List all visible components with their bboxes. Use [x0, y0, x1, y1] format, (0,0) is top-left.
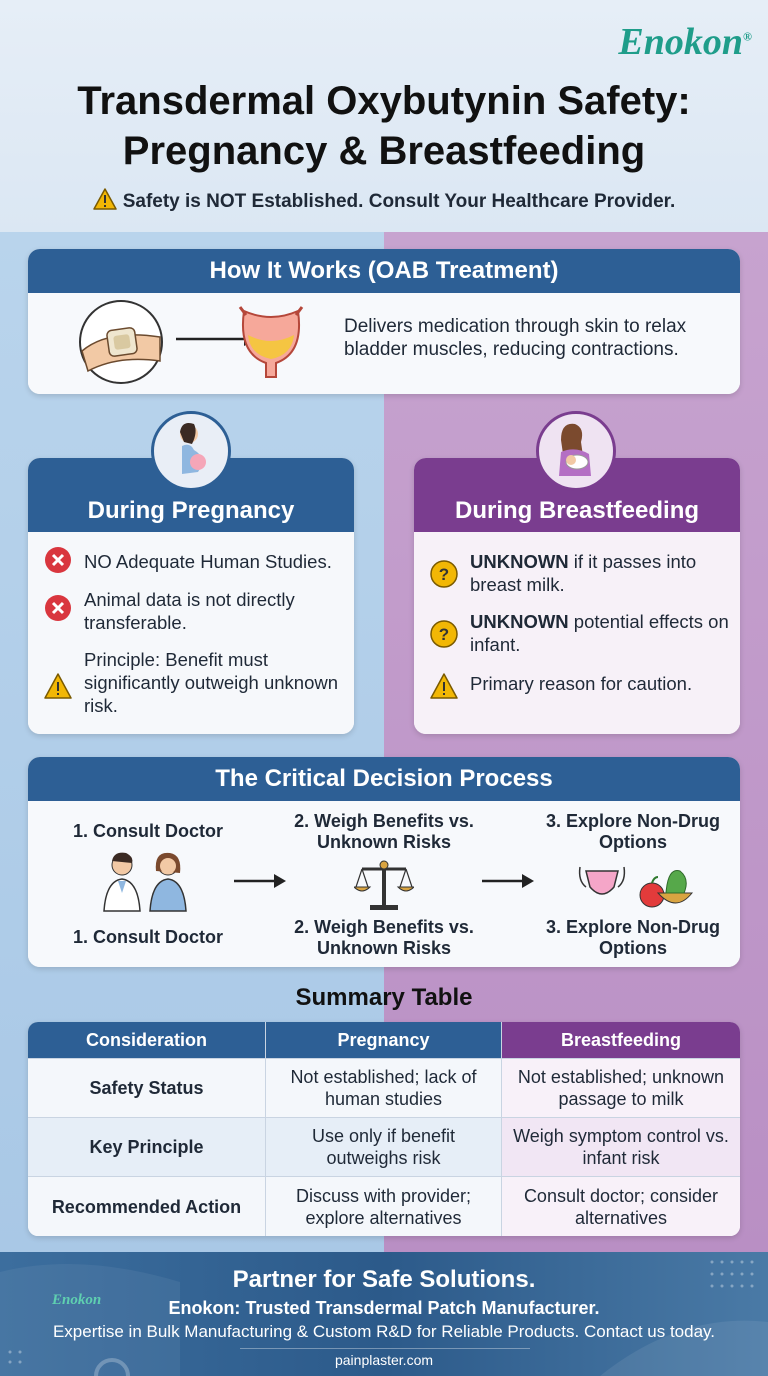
footer-headline: Partner for Safe Solutions. [232, 1266, 536, 1293]
summary-table-title: Summary Table [295, 984, 473, 1011]
header: Enokon® Transdermal Oxybutynin Safety: P… [0, 0, 768, 232]
warning-triangle-icon [44, 673, 72, 699]
pregnancy-item: NO Adequate Human Studies. [84, 551, 332, 572]
table-cell: Use only if benefit outweighs risk [266, 1118, 502, 1177]
decision-process-heading: The Critical Decision Process [28, 757, 740, 801]
question-circle-icon: ? [430, 620, 458, 648]
step-2-label: 2. Weigh Benefits vs. Unknown Risks [294, 811, 474, 852]
balance-scale-icon [354, 860, 414, 910]
doctor-patient-icon [103, 852, 187, 912]
pregnancy-card: During Pregnancy NO Adequate Human Studi… [28, 458, 354, 734]
warning-triangle-icon [430, 673, 458, 699]
decision-process-card: The Critical Decision Process 1. Consult… [28, 757, 740, 967]
non-drug-options-icon [578, 866, 694, 908]
table-cell: Weigh symptom control vs. infant risk [502, 1118, 740, 1177]
pregnancy-heading: During Pregnancy [28, 458, 354, 532]
svg-text:?: ? [439, 565, 449, 584]
table-cell: Not established; lack of human studies [266, 1059, 502, 1118]
patch-arm-icon [79, 300, 163, 384]
question-circle-icon: ? [430, 560, 458, 588]
step-1-label-bottom: 1. Consult Doctor [72, 927, 223, 947]
footer-brand-logo: Enokon [52, 1292, 102, 1308]
bladder-icon [238, 306, 304, 378]
step-3-label: 3. Explore Non-Drug Options [545, 811, 720, 852]
breastfeeding-item: Primary reason for caution. [470, 673, 693, 694]
table-header: Consideration [28, 1022, 266, 1059]
table-header: Breastfeeding [502, 1022, 740, 1059]
table-row-label: Recommended Action [28, 1177, 266, 1236]
breastfeeding-item: UNKNOWN potential effects on infant. [470, 611, 729, 655]
table-cell: Not established; unknown passage to milk [502, 1059, 740, 1118]
x-circle-icon [45, 595, 71, 621]
breastfeeding-card: During Breastfeeding ? UNKNOWN if it pas… [414, 458, 740, 734]
svg-text:?: ? [439, 625, 449, 644]
breastfeeding-item: UNKNOWN if it passes into breast milk. [470, 551, 697, 595]
footer: Enokon Partner for Safe Solutions. Enoko… [0, 1252, 768, 1376]
page-title: Transdermal Oxybutynin Safety: Pregnancy… [77, 79, 691, 173]
arrow-right-icon [234, 874, 286, 888]
footer-website-link[interactable]: painplaster.com [334, 1352, 434, 1368]
table-row-label: Safety Status [28, 1059, 266, 1118]
x-circle-icon [45, 547, 71, 573]
how-it-works-card: How It Works (OAB Treatment) Delivers me… [28, 249, 740, 394]
how-it-works-description: Delivers medication through skin to rela… [344, 316, 687, 360]
safety-warning: Safety is NOT Established. Consult Your … [0, 188, 768, 216]
step-3-label-bottom: 3. Explore Non-Drug Options [545, 917, 720, 958]
footer-subheadline: Enokon: Trusted Transdermal Patch Manufa… [168, 1298, 600, 1318]
pregnant-woman-icon [151, 411, 231, 491]
table-row-label: Key Principle [28, 1118, 266, 1177]
brand-logo: Enokon® [618, 21, 752, 63]
footer-description: Expertise in Bulk Manufacturing & Custom… [52, 1322, 716, 1341]
pregnancy-item: Principle: Benefit must significantly ou… [84, 649, 339, 716]
footer-divider [240, 1348, 530, 1349]
table-header: Pregnancy [266, 1022, 502, 1059]
breastfeeding-mother-icon [536, 411, 616, 491]
footer-wave-decoration [0, 1260, 768, 1376]
pregnancy-item: Animal data is not directly transferable… [84, 589, 295, 633]
arrow-right-icon [482, 874, 534, 888]
summary-table: Consideration Pregnancy Breastfeeding Sa… [28, 1022, 740, 1236]
table-cell: Consult doctor; consider alternatives [502, 1177, 740, 1236]
warning-triangle-icon [92, 188, 117, 216]
step-2-label-bottom: 2. Weigh Benefits vs. Unknown Risks [294, 917, 474, 958]
table-cell: Discuss with provider; explore alternati… [266, 1177, 502, 1236]
how-it-works-heading: How It Works (OAB Treatment) [28, 249, 740, 293]
step-1-label: 1. Consult Doctor [72, 821, 223, 841]
